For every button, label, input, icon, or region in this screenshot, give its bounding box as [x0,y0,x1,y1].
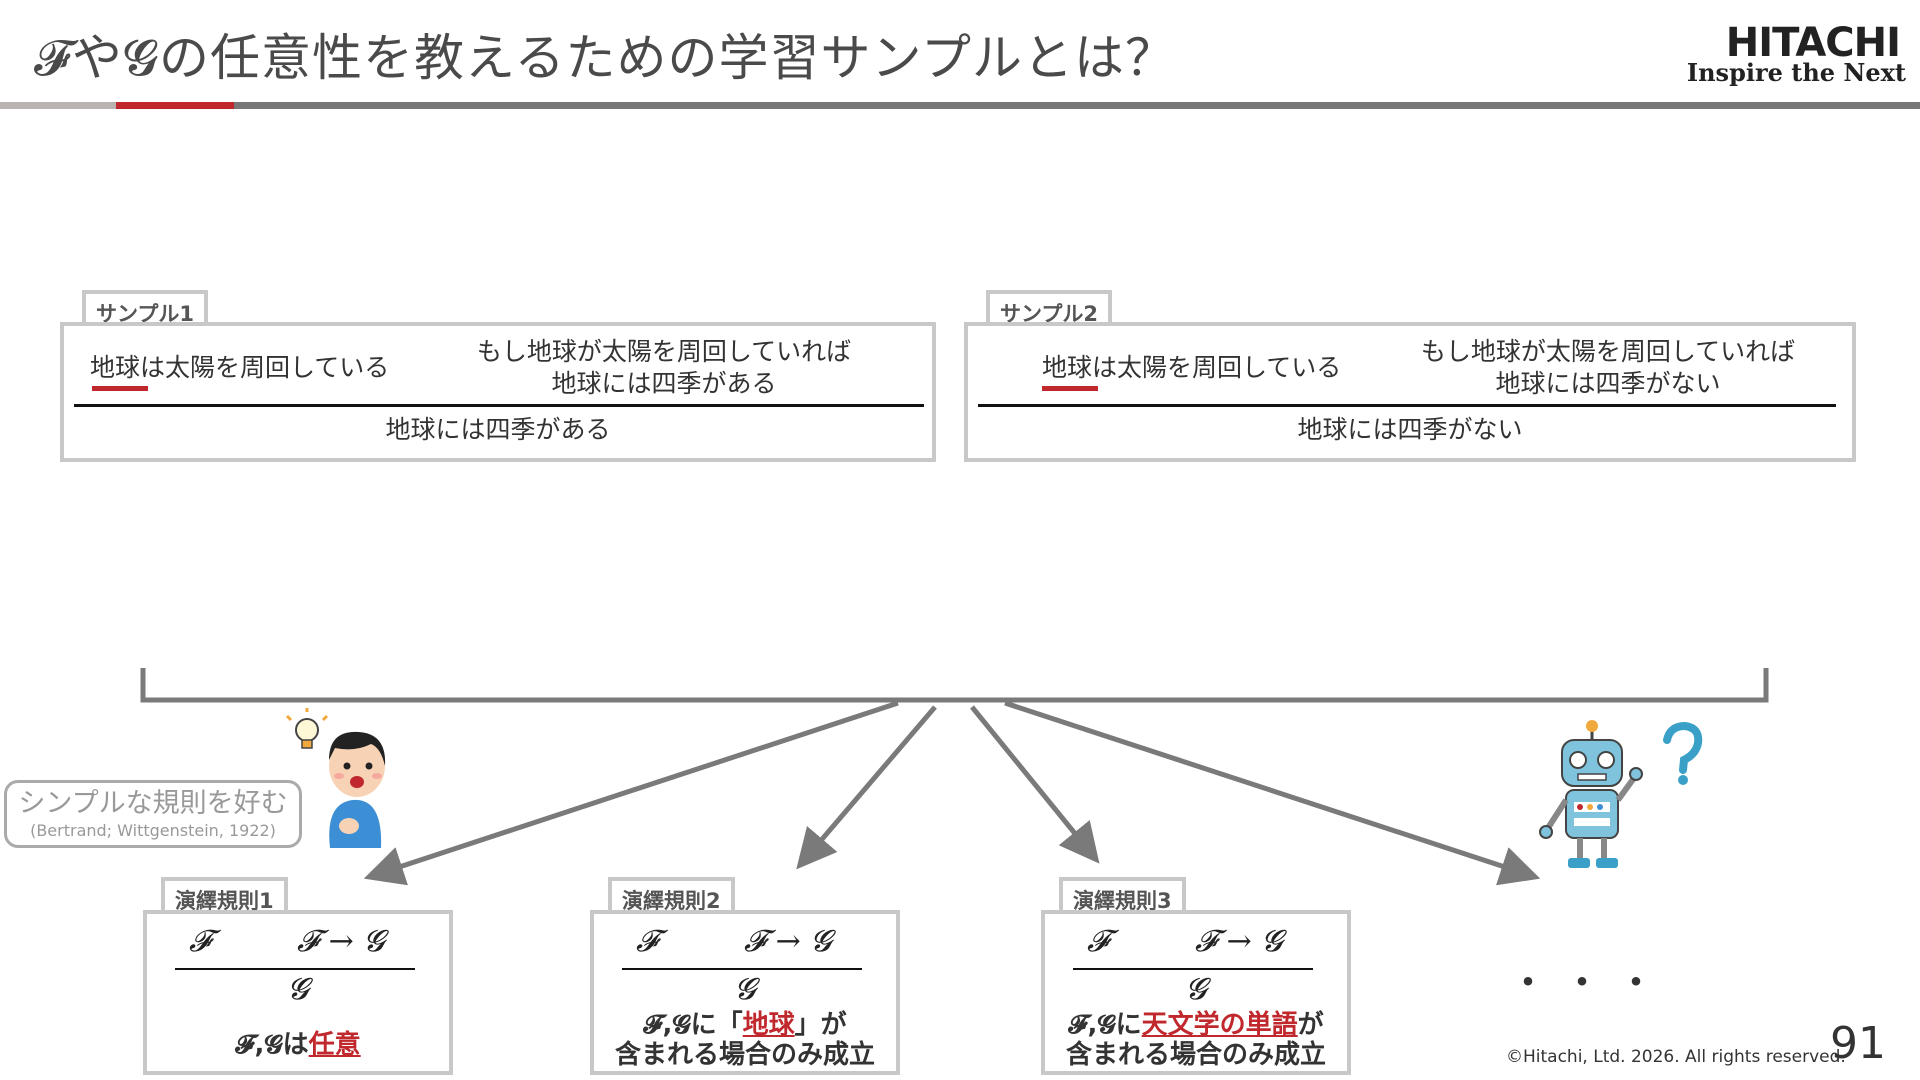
samples-bracket [140,668,1769,703]
rule-2-cond-highlight: 地球 [742,1010,795,1040]
rule-3-condition-line2: 含まれる場合のみ成立 [1065,1040,1326,1070]
arrow-to-rule-3 [970,705,1100,864]
rule-2-premise-f: 𝓕 [636,924,659,959]
lightbulb-icon [285,708,329,749]
sample-1-box: 地球は太陽を周回している もし地球が太陽を周回していれば 地球には四季がある 地… [60,322,936,462]
rule-2-box: 𝓕 𝓕 → 𝓖 𝓖 𝓕,𝓖に「地球」が 含まれる場合のみ成立 [590,910,900,1075]
rule-1-cond-highlight: 任意 [308,1030,361,1060]
rule-1-box: 𝓕 𝓕 → 𝓖 𝓖 𝓕,𝓖は任意 [143,910,453,1075]
rule-3-conclusion: 𝓖 [1185,972,1207,1007]
rule-2-condition: 𝓕,𝓖に「地球」が [594,1010,896,1040]
hitachi-logo: HITACHI [1725,20,1901,66]
robot-illustration [1539,720,1703,868]
rule-3-cond-highlight: 天文学の単語 [1141,1010,1298,1040]
rule-3-condition: 𝓕,𝓖に天文学の単語が [1045,1010,1347,1040]
copyright-notice: ©Hitachi, Ltd. 2026. All rights reserved… [1506,1047,1846,1067]
page-number: 91 [1830,1018,1886,1069]
rule-2-inference-line [622,968,862,970]
more-rules-ellipsis: ・・・ [1508,960,1670,1006]
arrow-to-rule-1 [363,700,899,886]
rule-1-cond-prefix: 𝓕,𝓖は [235,1030,309,1060]
rule-2-cond-prefix: 𝓕,𝓖に「 [643,1010,743,1040]
rule-2-condition-line2: 含まれる場合のみ成立 [614,1040,875,1070]
arrow-to-more-rules [1004,700,1541,886]
arrow-to-rule-2 [796,705,937,870]
sample-2-inference-line [978,404,1836,407]
sample-2-premise-left: 地球は太陽を周回している [1042,353,1342,382]
simple-rule-bubble: シンプルな規則を好む (Bertrand; Wittgenstein, 1922… [4,780,302,848]
rule-3-cond-suffix: が [1297,1010,1324,1040]
rule-3-cond-prefix: 𝓕,𝓖に [1068,1010,1142,1040]
question-mark-icon [1663,721,1703,785]
rule-3-inference-line [1073,968,1313,970]
rule-3-premise-f: 𝓕 [1087,924,1110,959]
rule-1-condition: 𝓕,𝓖は任意 [147,1030,449,1060]
rule-1-premise-f: 𝓕 [189,924,212,959]
rule-3-premise-impl: 𝓕 → 𝓖 [1195,924,1283,959]
page-title: 𝓕や𝓖の任意性を教えるための学習サンプルとは？ [34,29,1176,87]
sample-2-premise-right-2: 地球には四季がない [1495,369,1721,398]
rule-1-premise-impl: 𝓕 → 𝓖 [297,924,385,959]
sample-1-premise-right-1: もし地球が太陽を周回していれば [476,337,852,366]
rule-2-conclusion: 𝓖 [734,972,756,1007]
hitachi-tagline: Inspire the Next [1686,58,1906,87]
sample-2-subject-underline [1042,386,1098,391]
sample-1-premise-left: 地球は太陽を周回している [90,353,390,382]
rule-1-inference-line [175,968,415,970]
sample-1-subject-underline [92,386,148,391]
sample-2-box: 地球は太陽を周回している もし地球が太陽を周回していれば 地球には四季がない 地… [964,322,1856,462]
sample-2-conclusion: 地球には四季がない [1297,415,1523,444]
sample-1-premise-right-2: 地球には四季がある [551,369,777,398]
rule-2-premise-impl: 𝓕 → 𝓖 [744,924,832,959]
bubble-text: シンプルな規則を好む [18,788,288,819]
person-illustration [285,708,386,848]
rule-1-conclusion: 𝓖 [287,972,309,1007]
sample-2-premise-right-1: もし地球が太陽を周回していれば [1420,337,1796,366]
rule-3-box: 𝓕 𝓕 → 𝓖 𝓖 𝓕,𝓖に天文学の単語が 含まれる場合のみ成立 [1041,910,1351,1075]
bubble-citation: (Bertrand; Wittgenstein, 1922) [30,821,276,840]
rule-2-cond-suffix: 」が [794,1010,847,1040]
sample-1-inference-line [74,404,924,407]
header-divider [0,102,1920,109]
sample-1-conclusion: 地球には四季がある [385,415,611,444]
